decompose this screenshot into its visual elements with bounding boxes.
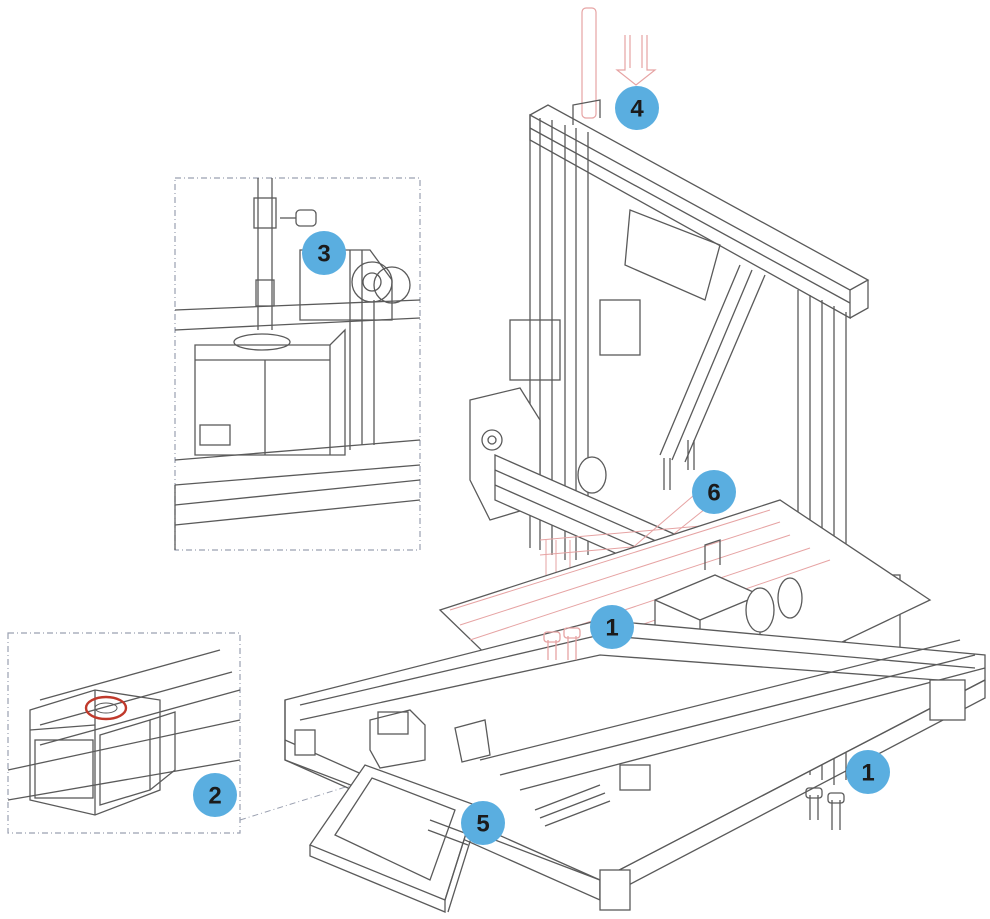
svg-text:5: 5	[476, 811, 489, 838]
highlight-ring	[84, 695, 128, 721]
callout-1-bed: 1	[590, 605, 634, 649]
callout-2: 2	[193, 773, 237, 817]
printer-main-body	[284, 7, 986, 913]
callout-6: 6	[692, 470, 736, 514]
callout-5: 5	[461, 801, 505, 845]
detail-inset-z-motor	[174, 177, 421, 551]
svg-text:1: 1	[861, 760, 874, 787]
svg-text:2: 2	[208, 783, 221, 810]
callout-4: 4	[615, 86, 659, 130]
ghost-lead-screw	[581, 7, 657, 119]
callout-1-base: 1	[846, 750, 890, 794]
svg-text:6: 6	[707, 480, 720, 507]
svg-text:1: 1	[605, 615, 618, 642]
callout-3: 3	[302, 231, 346, 275]
svg-text:3: 3	[317, 241, 330, 268]
svg-text:4: 4	[630, 96, 644, 123]
